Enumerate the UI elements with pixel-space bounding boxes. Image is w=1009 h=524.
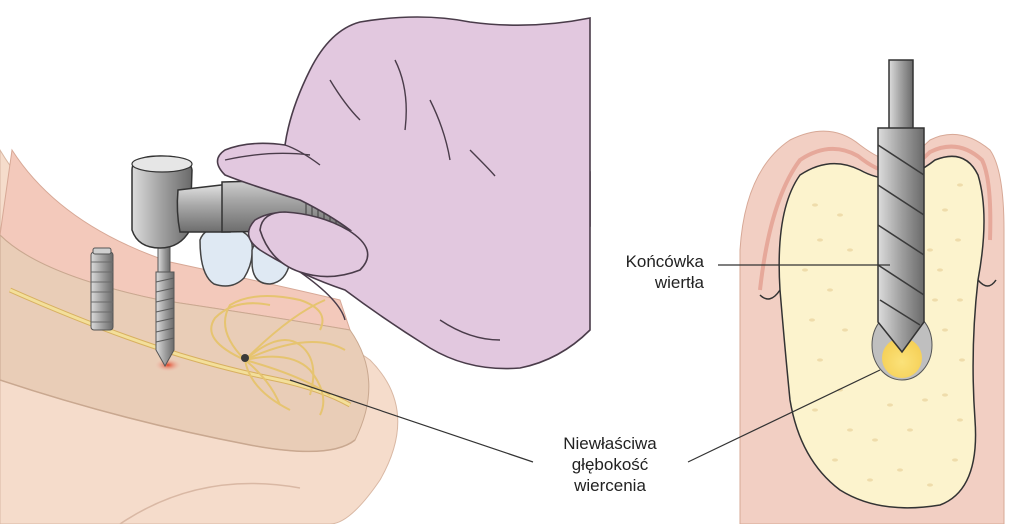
improper-depth-label-line-2: głębokość (535, 454, 685, 475)
drill-bit-icon (878, 60, 924, 352)
improper-depth-label-line-1: Niewłaściwa (535, 433, 685, 454)
improper-depth-label: Niewłaściwa głębokość wiercenia (535, 433, 685, 496)
drill-tip-label-line-1: Końcówka (626, 251, 704, 272)
implant-icon (91, 248, 113, 330)
drill-tip-label-line-2: wiertła (626, 272, 704, 293)
improper-depth-label-line-3: wiercenia (535, 475, 685, 496)
bone-cross-section (740, 131, 1004, 524)
drill-tip-label: Końcówka wiertła (626, 251, 704, 293)
nerve-junction (241, 354, 249, 362)
drill-bit-icon (156, 240, 174, 366)
